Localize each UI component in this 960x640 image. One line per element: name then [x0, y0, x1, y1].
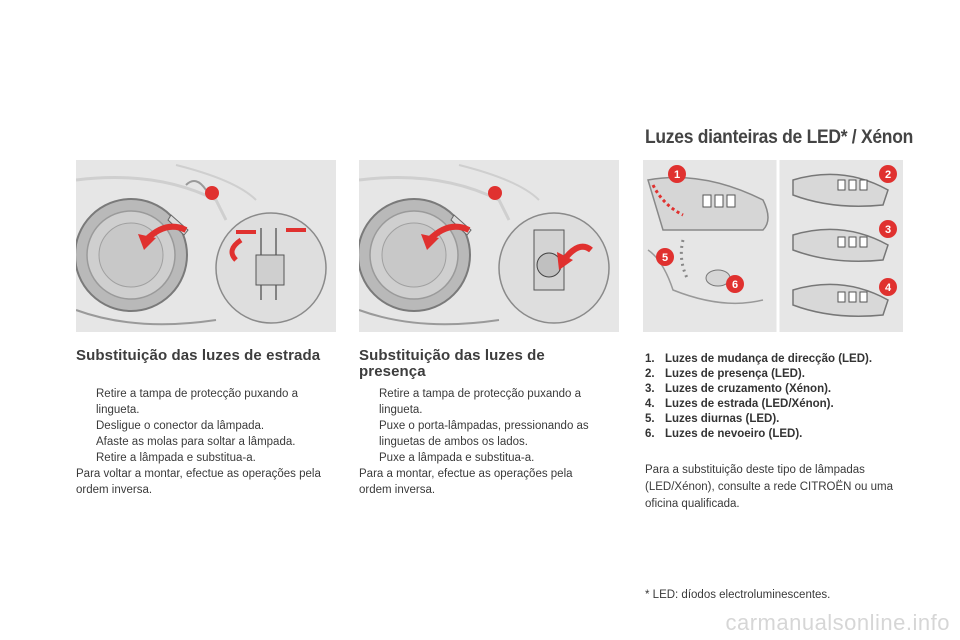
- step-item: Retire a lâmpada e substitua-a.: [96, 452, 256, 464]
- svg-text:1: 1: [674, 169, 680, 181]
- step-item: Afaste as molas para soltar a lâmpada.: [96, 436, 296, 448]
- step-list: Retire a tampa de protecção puxando a li…: [359, 386, 621, 466]
- section-title: Substituição das luzes de estrada: [76, 347, 321, 364]
- badge-6: 6: [726, 275, 744, 293]
- watermark: carmanualsonline.info: [725, 610, 950, 635]
- section-main-title: Luzes dianteiras de LED* / Xénon: [645, 127, 914, 148]
- lamp-item: 6.Luzes de nevoeiro (LED).: [645, 428, 803, 440]
- lamp-item: 3.Luzes de cruzamento (Xénon).: [645, 383, 832, 395]
- red-marker-icon: [205, 186, 219, 200]
- figure-high-beam: [76, 160, 336, 332]
- svg-text:6: 6: [732, 279, 738, 291]
- section-title: Substituição das luzes de presença: [359, 347, 545, 380]
- lamp-item: 1.Luzes de mudança de direcção (LED).: [645, 353, 873, 365]
- red-marker-icon: [488, 186, 502, 200]
- svg-text:5: 5: [662, 252, 668, 264]
- section-high-beam: Substituição das luzes de estrada Retire…: [76, 348, 338, 498]
- step-item: Desligue o conector da lâmpada.: [96, 420, 265, 432]
- step-item: Puxe o porta-lâmpadas, pressionando as l…: [379, 420, 589, 448]
- step-item: Retire a tampa de protecção puxando a li…: [96, 388, 299, 416]
- footnote: * LED: díodos electroluminescentes.: [645, 589, 831, 601]
- badge-1: 1: [668, 165, 686, 183]
- svg-text:2: 2: [885, 169, 891, 181]
- section-position-lights: Substituição das luzes de presença Retir…: [359, 348, 621, 498]
- badge-3: 3: [879, 220, 897, 238]
- badge-5: 5: [656, 248, 674, 266]
- figure-position-lights: [359, 160, 619, 332]
- service-note: Para a substituição deste tipo de lâmpad…: [645, 464, 894, 510]
- figure-led-xenon-headlamps: 1 2 3 4 5 6: [643, 160, 903, 332]
- badge-2: 2: [879, 165, 897, 183]
- svg-text:4: 4: [885, 282, 892, 294]
- step-item: Puxe a lâmpada e substitua-a.: [379, 452, 535, 464]
- step-list: Retire a tampa de protecção puxando a li…: [76, 386, 338, 466]
- lamp-item: 4.Luzes de estrada (LED/Xénon).: [645, 398, 834, 410]
- reassembly-note: Para voltar a montar, efectue as operaçõ…: [76, 468, 321, 496]
- lamp-list: 1.Luzes de mudança de direcção (LED). 2.…: [645, 352, 872, 442]
- badge-4: 4: [879, 278, 897, 296]
- svg-text:3: 3: [885, 224, 891, 236]
- step-item: Retire a tampa de protecção puxando a li…: [379, 388, 582, 416]
- reassembly-note: Para a montar, efectue as operações pela…: [359, 468, 573, 496]
- lamp-item: 2.Luzes de presença (LED).: [645, 368, 805, 380]
- lamp-item: 5.Luzes diurnas (LED).: [645, 413, 780, 425]
